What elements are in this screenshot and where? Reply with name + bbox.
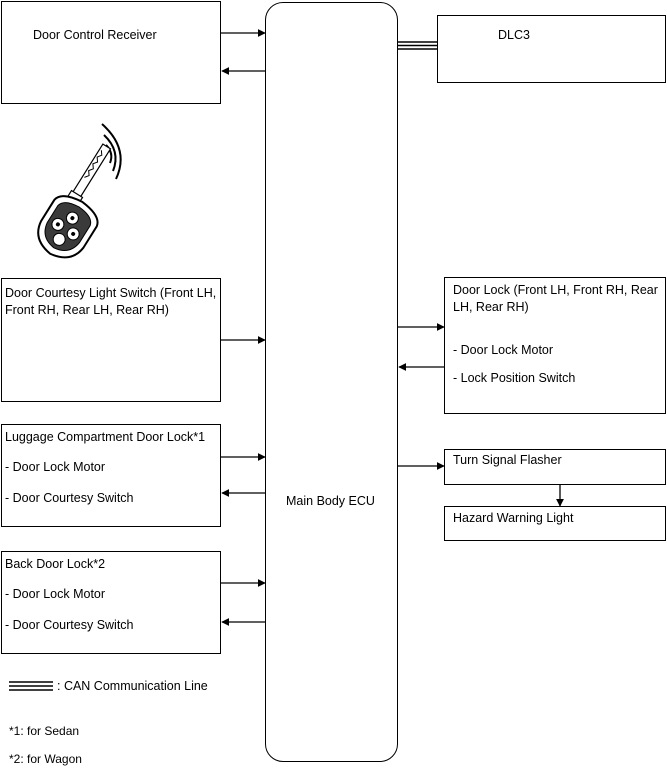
door-lock-title: Door Lock (Front LH, Front RH, Rear LH, … <box>453 283 658 314</box>
turn-signal-flasher-box <box>444 449 666 485</box>
luggage-compartment-door-lock-title: Luggage Compartment Door Lock*1 <box>5 430 206 444</box>
door-control-receiver-box <box>1 1 221 104</box>
hazard-warning-light-label: Hazard Warning Light <box>453 511 574 525</box>
main-body-ecu-box <box>265 2 398 762</box>
door-lock-motor-item: - Door Lock Motor <box>453 343 554 357</box>
turn-signal-flasher-label: Turn Signal Flasher <box>453 453 562 467</box>
door-courtesy-light-switch-label: Door Courtesy Light Switch (Front LH, Fr… <box>5 286 217 317</box>
back-door-lock-title: Back Door Lock*2 <box>5 557 106 571</box>
luggage-door-lock-motor-item: - Door Lock Motor <box>5 460 106 474</box>
back-door-courtesy-switch-item: - Door Courtesy Switch <box>5 618 134 632</box>
luggage-door-courtesy-switch-item: - Door Courtesy Switch <box>5 491 134 505</box>
back-door-lock-box <box>1 551 221 654</box>
door-courtesy-light-switch-box <box>1 278 221 402</box>
note-wagon: *2: for Wagon <box>9 752 82 766</box>
door-lock-box <box>444 277 666 414</box>
dlc3-box <box>437 15 666 83</box>
back-door-lock-motor-item: - Door Lock Motor <box>5 587 106 601</box>
dlc3-label: DLC3 <box>498 28 530 42</box>
key-transmitter-icon <box>37 123 122 259</box>
note-sedan: *1: for Sedan <box>9 724 80 738</box>
luggage-compartment-door-lock-box <box>1 424 221 527</box>
door-control-receiver-label: Door Control Receiver <box>33 28 157 42</box>
can-line-legend-symbol <box>9 681 53 691</box>
hazard-warning-light-box <box>444 506 666 541</box>
lock-position-switch-item: - Lock Position Switch <box>453 371 576 385</box>
main-body-ecu-label: Main Body ECU <box>286 494 375 508</box>
can-line-ecu-dlc3 <box>398 41 437 50</box>
can-line-legend-label: : CAN Communication Line <box>57 679 208 693</box>
